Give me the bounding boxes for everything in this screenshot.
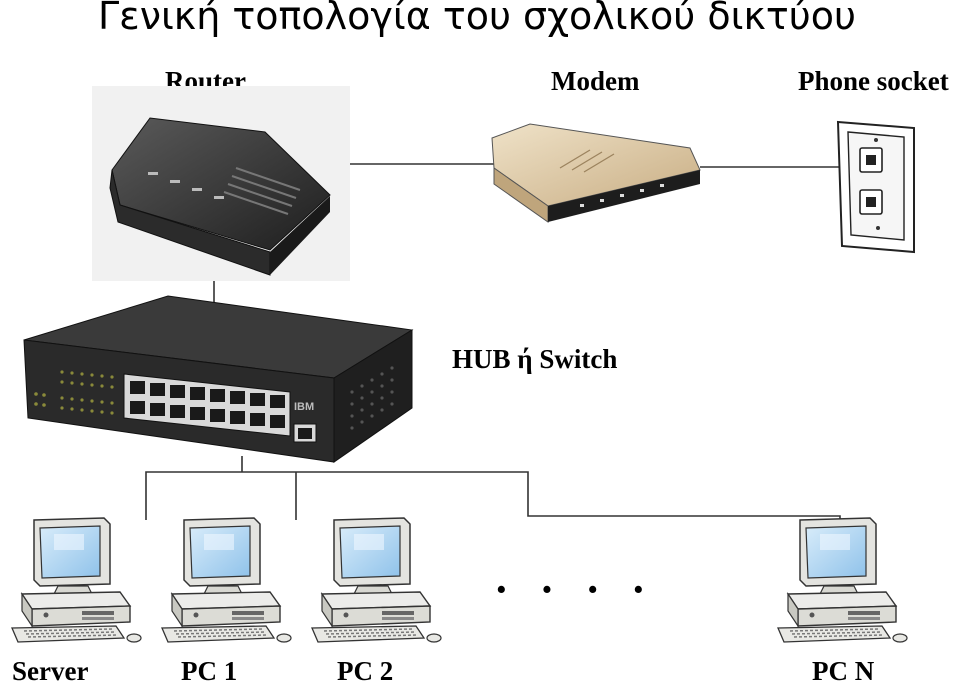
diagram-title: Γενική τοπολογία του σχολικού δικτύου xyxy=(98,0,856,38)
switch-trunk-cable xyxy=(145,456,841,525)
phone-socket-label: Phone socket xyxy=(798,66,949,96)
cables xyxy=(145,163,842,525)
modem-label: Modem xyxy=(551,66,640,96)
switch-device: IBM xyxy=(23,295,414,463)
pc2-label: PC 2 xyxy=(337,656,394,686)
pcn-computer-icon xyxy=(777,517,908,643)
router-device xyxy=(92,86,350,281)
server-computer-icon xyxy=(11,517,142,643)
hub-label: HUB ή Switch xyxy=(452,344,618,374)
pc1-label: PC 1 xyxy=(181,656,238,686)
switch-brand-logo: IBM xyxy=(294,401,314,413)
modem-device xyxy=(491,123,701,223)
pc1-computer-icon xyxy=(161,517,292,643)
server-label: Server xyxy=(12,656,89,686)
more-computers-ellipsis: · · · · xyxy=(494,565,656,614)
pcn-label: PC N xyxy=(812,656,875,686)
phone-socket-device xyxy=(836,120,915,254)
pc2-computer-icon xyxy=(311,517,442,643)
